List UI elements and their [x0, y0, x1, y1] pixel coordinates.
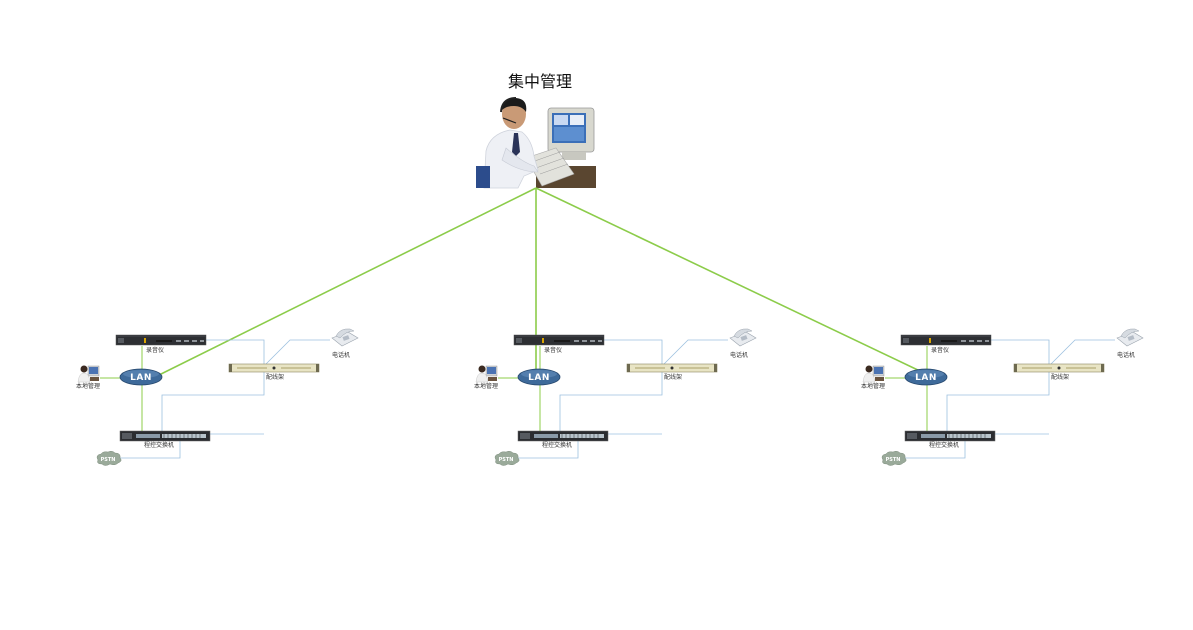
- pbx-label: 程控交换机: [929, 441, 959, 449]
- recorder-device: [513, 334, 605, 346]
- local-management-label: 本地管理: [474, 382, 498, 390]
- patch-panel-device: [228, 363, 320, 373]
- phone-label: 电话机: [1117, 351, 1135, 359]
- local-admin-icon: [473, 363, 499, 383]
- pstn-cloud-icon: PSTN: [881, 450, 907, 466]
- wan-link-site-3: [535, 187, 923, 373]
- phone-label: 电话机: [332, 351, 350, 359]
- recorder-label: 录音仪: [544, 346, 562, 354]
- lan-label: LAN: [130, 373, 152, 383]
- local-admin-icon: [860, 363, 886, 383]
- phone-lines: [516, 339, 728, 459]
- phone-lines: [118, 339, 330, 459]
- recorder-device: [900, 334, 992, 346]
- pbx-label: 程控交换机: [144, 441, 174, 449]
- pstn-cloud-icon: PSTN: [494, 450, 520, 466]
- patch-panel-label: 配线架: [266, 373, 284, 381]
- central-management-title: 集中管理: [507, 72, 572, 91]
- lan-links: [98, 346, 143, 432]
- pstn-label: PSTN: [101, 457, 116, 463]
- recorder-device: [115, 334, 207, 346]
- telephone-icon: [1116, 328, 1144, 347]
- lan-label: LAN: [528, 373, 550, 383]
- lan-hub: LAN: [119, 368, 163, 386]
- lan-label: LAN: [915, 373, 937, 383]
- telephone-icon: [729, 328, 757, 347]
- telephone-icon: [331, 328, 359, 347]
- lan-links: [496, 346, 541, 432]
- pbx-switch-device: [119, 430, 211, 442]
- pstn-label: PSTN: [886, 457, 901, 463]
- phone-label: 电话机: [730, 351, 748, 359]
- pbx-switch-device: [517, 430, 609, 442]
- central-operator-image: [475, 95, 597, 189]
- patch-panel-label: 配线架: [1051, 373, 1069, 381]
- pbx-switch-device: [904, 430, 996, 442]
- lan-links: [883, 346, 928, 432]
- wan-links: [154, 187, 923, 378]
- lan-hub: LAN: [904, 368, 948, 386]
- pstn-cloud-icon: PSTN: [96, 450, 122, 466]
- pbx-label: 程控交换机: [542, 441, 572, 449]
- wan-link-site-1: [154, 187, 537, 378]
- recorder-label: 录音仪: [931, 346, 949, 354]
- local-management-label: 本地管理: [861, 382, 885, 390]
- lan-hub: LAN: [517, 368, 561, 386]
- pstn-label: PSTN: [499, 457, 514, 463]
- patch-panel-device: [1013, 363, 1105, 373]
- local-admin-icon: [75, 363, 101, 383]
- recorder-label: 录音仪: [146, 346, 164, 354]
- patch-panel-device: [626, 363, 718, 373]
- local-management-label: 本地管理: [76, 382, 100, 390]
- patch-panel-label: 配线架: [664, 373, 682, 381]
- phone-lines: [903, 339, 1115, 459]
